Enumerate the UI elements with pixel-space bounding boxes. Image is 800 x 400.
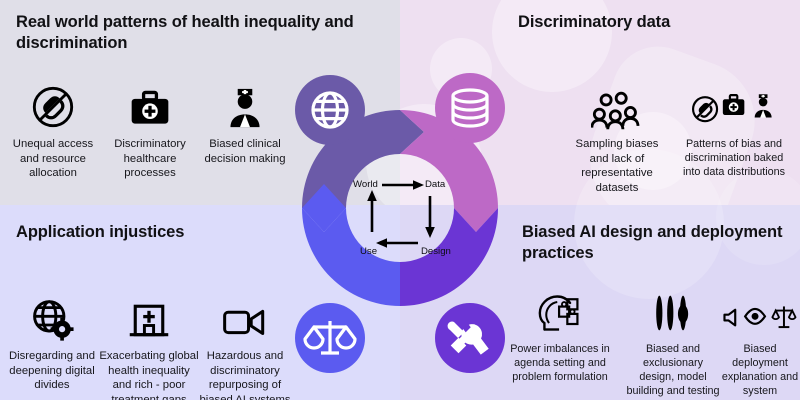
hospital-building-icon <box>127 290 171 342</box>
cycle-label-data: Data <box>425 179 446 190</box>
item-caption: Sampling biases and lack of representati… <box>575 138 659 195</box>
item-sampling-biases: Sampling biases and lack of representati… <box>565 78 669 196</box>
item-patterns-of-bias: Patterns of bias and discrimination bake… <box>677 78 791 179</box>
item-exclusionary-design: Biased and exclusionary design, model bu… <box>625 283 721 400</box>
cycle-arrowheads <box>367 180 435 248</box>
item-caption: Power imbalances in agenda setting and p… <box>510 343 610 384</box>
speaker-eye-scales-icon <box>722 283 798 335</box>
item-caption: Unequal access and resource allocation <box>12 138 94 180</box>
badge-data <box>435 73 505 143</box>
item-caption: Exacerbating global health inequality an… <box>99 350 199 400</box>
globe-gear-icon <box>30 290 74 342</box>
scales-icon <box>303 321 357 355</box>
item-unequal-access: Unequal access and resource allocation <box>5 78 101 181</box>
video-camera-icon <box>222 290 268 342</box>
item-caption: Discriminatory healthcare processes <box>114 138 186 180</box>
ring-segment-use <box>302 208 400 306</box>
item-caption: Biased deployment explanation and system… <box>721 343 799 400</box>
doctor-icon <box>225 78 265 130</box>
ring-segment-data <box>400 110 498 232</box>
item-biased-deployment: Biased deployment explanation and system… <box>720 283 800 400</box>
ring-segment-world <box>302 110 424 208</box>
badge-design <box>435 303 505 373</box>
badge-use <box>295 303 365 373</box>
item-repurposing-biased-ai: Hazardous and discriminatory repurposing… <box>197 290 293 400</box>
item-digital-divides: Disregarding and deepening digital divid… <box>4 290 100 393</box>
page-title-top-left: Real world patterns of health inequality… <box>16 13 354 53</box>
item-biased-clinical-decisions: Biased clinical decision making <box>199 78 291 166</box>
page-title-bottom-left: Application injustices <box>16 223 185 241</box>
item-caption: Biased and exclusionary design, model bu… <box>626 343 720 400</box>
prohibited-access-icon <box>30 78 76 130</box>
combined-bias-icons <box>691 78 777 130</box>
cycle-label-world: World <box>353 179 378 190</box>
database-icon <box>451 88 489 128</box>
item-discriminatory-healthcare: Discriminatory healthcare processes <box>104 78 196 181</box>
page-title-bottom-right: Biased AI design and deployment practice… <box>522 223 783 263</box>
ring-segment-design <box>400 208 498 306</box>
group-of-people-icon <box>591 78 643 130</box>
globe-icon <box>311 91 349 129</box>
item-caption: Disregarding and deepening digital divid… <box>8 350 96 392</box>
item-power-imbalances: Power imbalances in agenda setting and p… <box>510 283 610 384</box>
cycle-label-design: Design <box>421 246 451 257</box>
cycle-flow-arrows <box>370 183 432 245</box>
head-puzzle-icon <box>537 283 583 335</box>
item-caption: Patterns of bias and discrimination bake… <box>682 138 786 179</box>
item-health-inequality-gaps: Exacerbating global health inequality an… <box>99 290 199 400</box>
badge-world <box>295 75 365 145</box>
cycle-label-use: Use <box>360 246 378 257</box>
item-caption: Biased clinical decision making <box>204 138 286 165</box>
item-caption: Hazardous and discriminatory repurposing… <box>199 350 290 400</box>
ai-lifecycle-cycle-diagram <box>272 58 528 373</box>
sliders-icon <box>652 283 694 335</box>
page-title-top-right: Discriminatory data <box>518 13 671 31</box>
medical-kit-icon <box>128 78 172 130</box>
